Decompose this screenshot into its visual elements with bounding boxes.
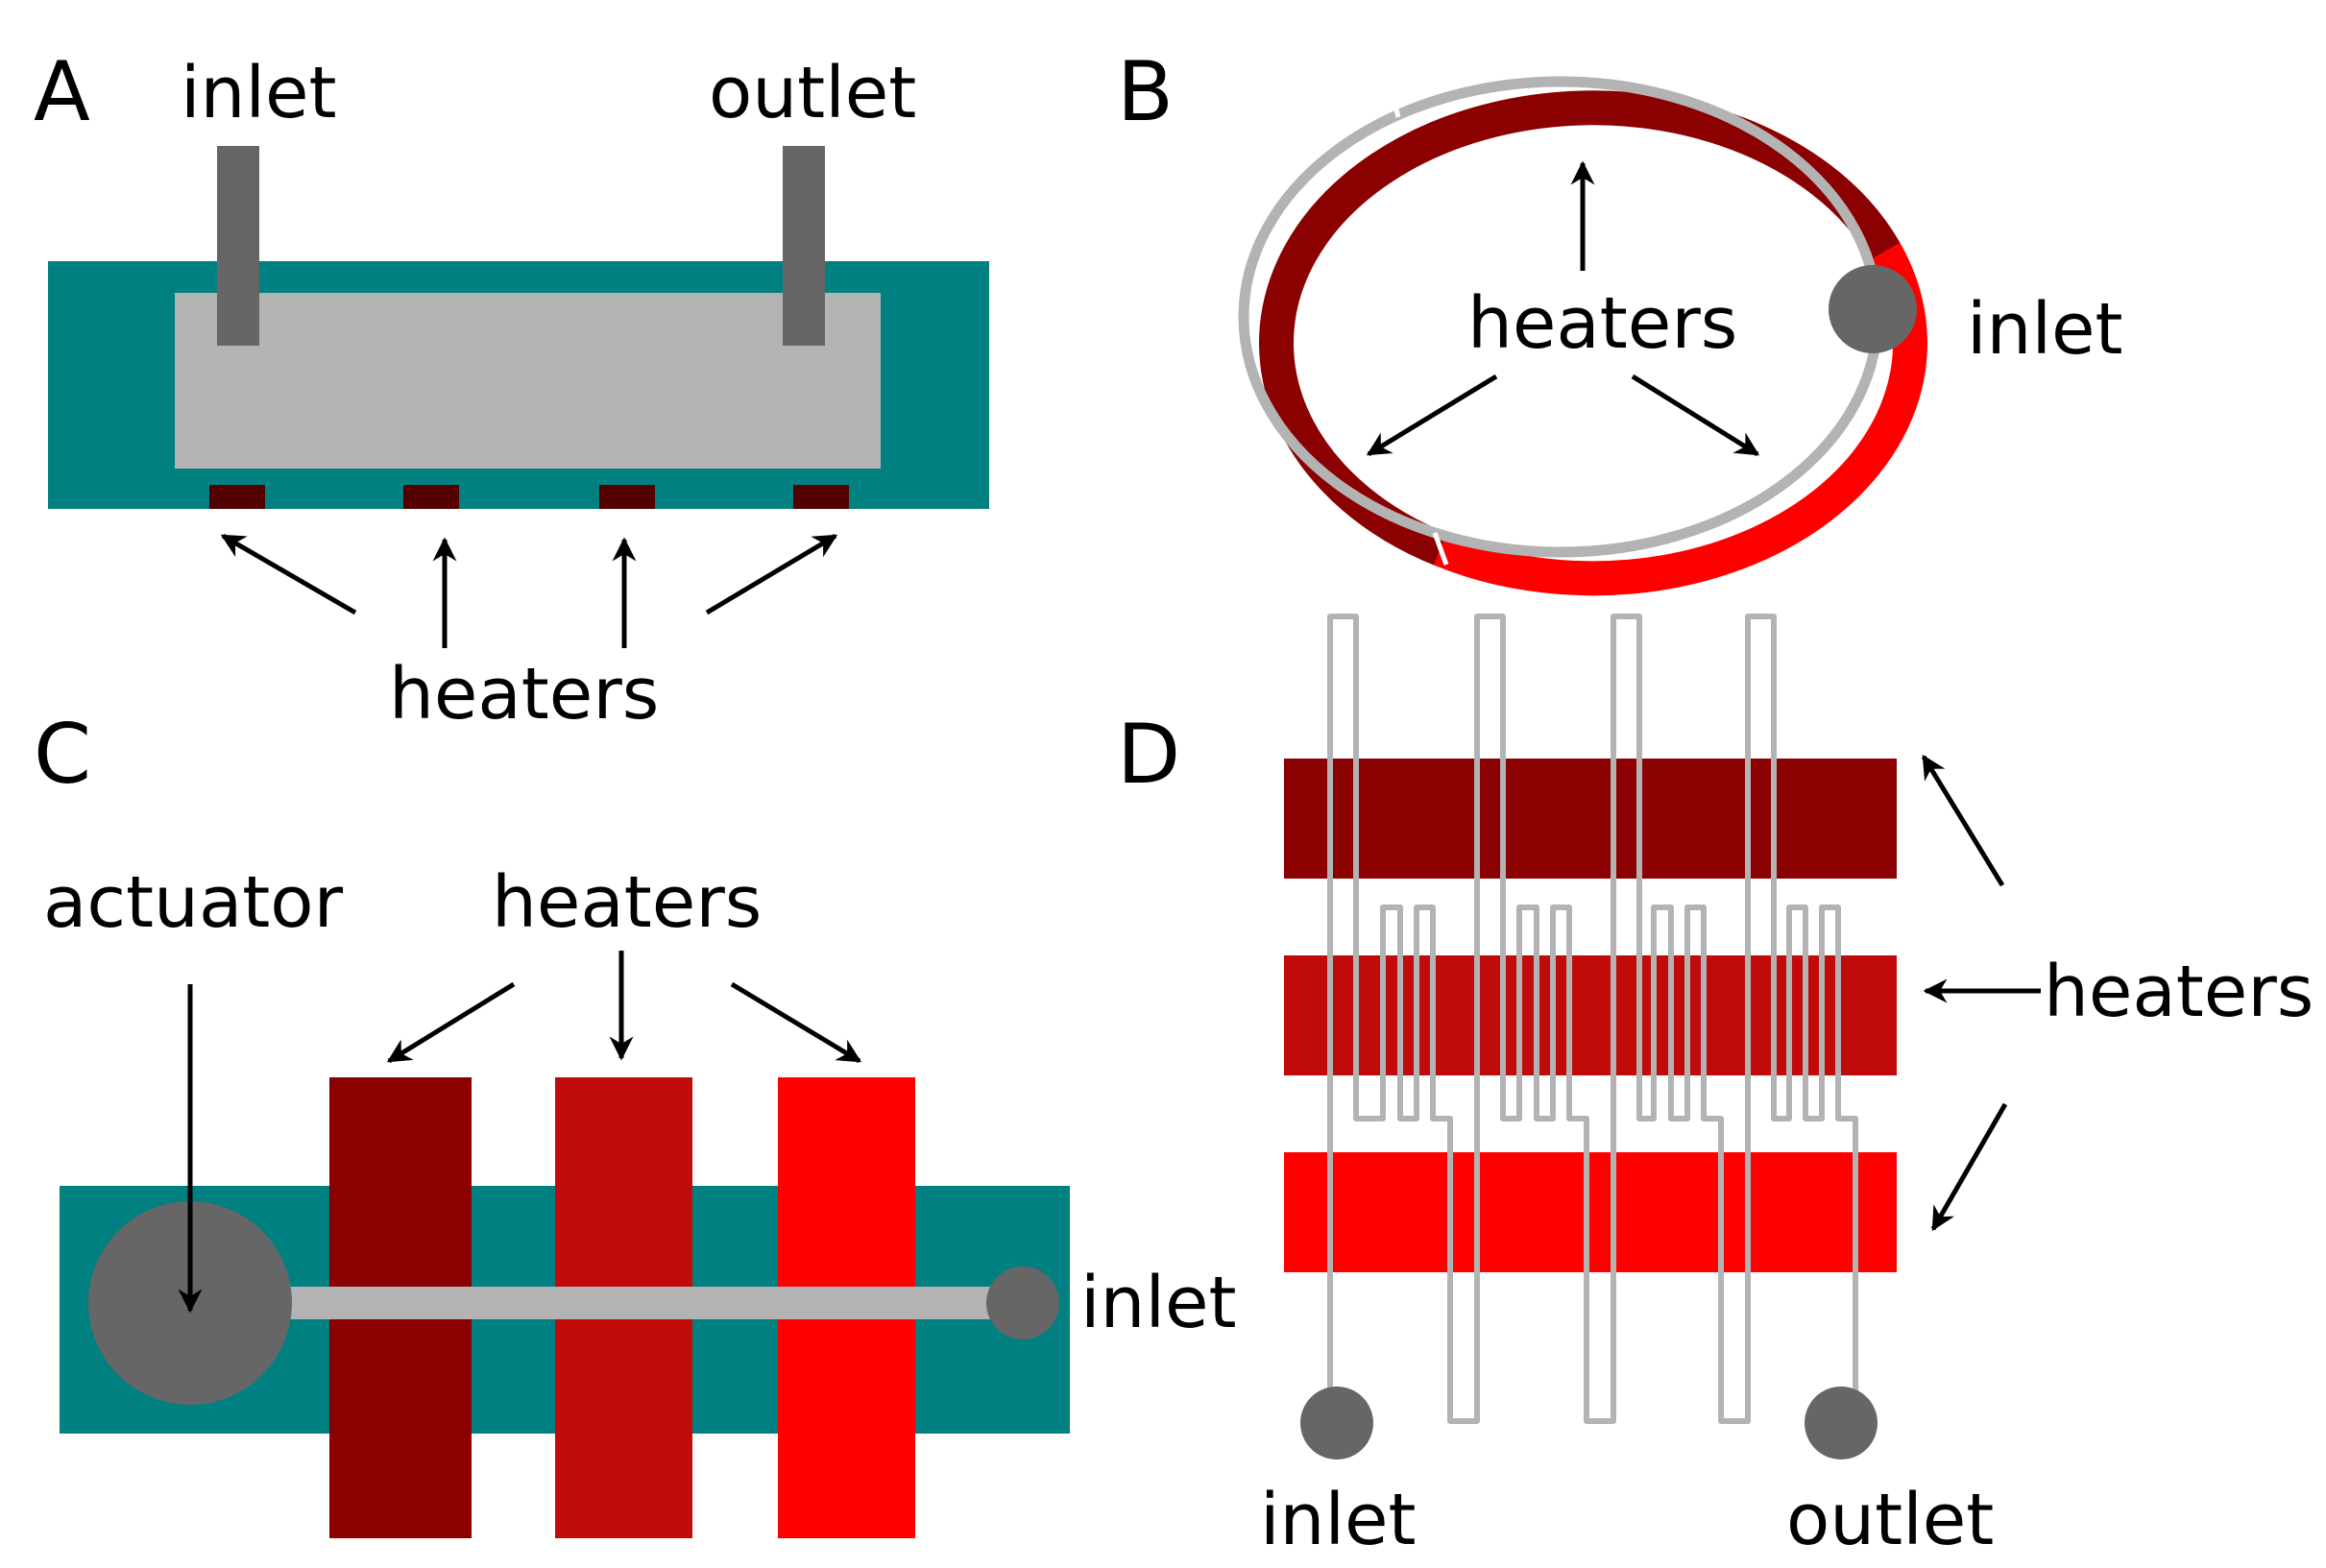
heater-ring-dark: [1259, 90, 1901, 566]
arrow: [220, 533, 357, 615]
heater-arrows: [220, 533, 838, 648]
serpentine-channel: [1327, 614, 1858, 1424]
outlet-tube: [783, 146, 825, 346]
inlet-label: inlet: [181, 52, 337, 134]
arrow: [1930, 1102, 2008, 1232]
heater-band-bright: [1284, 1152, 1897, 1272]
heater-gap: [1432, 532, 1449, 566]
heater-pad: [599, 485, 655, 509]
panel-b: B heaters inlet: [1117, 44, 2123, 596]
channel: [257, 1287, 1024, 1319]
pointer-arrows: [178, 951, 862, 1314]
inlet-port: [1300, 1387, 1373, 1459]
arrow: [730, 981, 862, 1064]
heater-ring-bright: [1434, 243, 1927, 596]
heaters-label: heaters: [389, 653, 659, 736]
outlet-label: outlet: [1786, 1479, 1994, 1561]
actuator-label: actuator: [43, 861, 344, 944]
panel-c-letter: C: [34, 707, 91, 803]
heater-gap: [1388, 85, 1401, 118]
arrow: [1921, 754, 2005, 887]
inlet-tube: [217, 146, 259, 346]
inlet-label: inlet: [1080, 1262, 1237, 1344]
heater-band-mid: [1284, 955, 1897, 1075]
heaters-label: heaters: [1467, 282, 1737, 365]
arrow: [386, 981, 516, 1064]
inlet-port: [986, 1266, 1059, 1339]
outlet-port: [1805, 1387, 1878, 1459]
reaction-chamber: [175, 293, 881, 469]
arrow: [1366, 374, 1498, 457]
panel-a-letter: A: [34, 44, 90, 140]
arrow: [1631, 374, 1760, 457]
outlet-label: outlet: [709, 52, 916, 134]
heater-arrows: [1366, 160, 1760, 457]
heater-band-dark: [1284, 759, 1897, 879]
heater-pad: [403, 485, 459, 509]
panel-c: C actuator heaters inlet: [34, 707, 1237, 1538]
panel-a: A inlet outlet heaters: [34, 44, 989, 736]
heater-arrows: [1921, 754, 2041, 1232]
inlet-label: inlet: [1260, 1479, 1417, 1561]
heater-pad: [793, 485, 849, 509]
panel-d: D heaters inlet outlet: [1117, 614, 2314, 1561]
inlet-label: inlet: [1967, 288, 2123, 371]
heaters-label: heaters: [492, 861, 762, 944]
heaters-label: heaters: [2044, 951, 2314, 1033]
arrow: [705, 533, 838, 615]
panel-d-letter: D: [1117, 707, 1180, 803]
inlet-port: [1829, 265, 1917, 353]
panel-b-letter: B: [1117, 44, 1174, 140]
heater-pad: [209, 485, 265, 509]
